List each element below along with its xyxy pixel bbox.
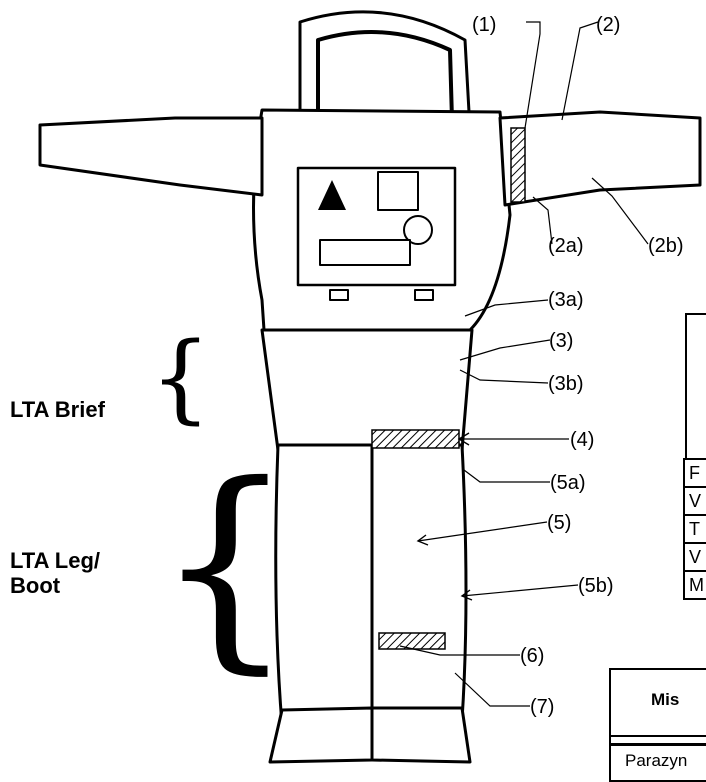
callout-3b: (3b) xyxy=(548,374,584,394)
callout-5a: (5a) xyxy=(550,473,586,493)
leader-3b xyxy=(460,370,548,383)
callout-7: (7) xyxy=(530,697,554,717)
bottom-table-row: Parazyn xyxy=(611,743,706,776)
table-row: M xyxy=(684,571,706,599)
table-cell: V xyxy=(684,487,706,515)
left-arm xyxy=(40,118,262,195)
right-arm xyxy=(500,112,700,205)
callout-4: (4) xyxy=(570,430,594,450)
callout-1: (1) xyxy=(472,15,496,35)
callout-3: (3) xyxy=(549,331,573,351)
leader-5b xyxy=(462,585,578,596)
right-table: F V T V M xyxy=(683,458,706,600)
panel-lamp-left xyxy=(330,290,348,300)
table-cell: M xyxy=(684,571,706,599)
hatch-marker-4 xyxy=(372,430,459,448)
leader-2 xyxy=(562,22,598,120)
callout-5: (5) xyxy=(547,513,571,533)
right-table-header-box xyxy=(685,313,706,460)
table-cell: T xyxy=(684,515,706,543)
section-label-leg-boot: LTA Leg/ Boot xyxy=(10,548,100,599)
panel-keys xyxy=(320,240,410,265)
leader-1 xyxy=(525,22,540,128)
leader-7 xyxy=(455,673,530,706)
brace-brief: { xyxy=(150,330,211,426)
panel-lamp-right xyxy=(415,290,433,300)
table-cell: F xyxy=(684,459,706,487)
section-label-brief: LTA Brief xyxy=(10,397,105,422)
callout-5b: (5b) xyxy=(578,576,614,596)
table-row: F xyxy=(684,459,706,487)
panel-display xyxy=(378,172,418,210)
hatch-marker-6 xyxy=(379,633,445,649)
spacesuit-drawing xyxy=(0,0,706,765)
right-leg xyxy=(372,445,466,720)
suit-diagram: (1) (2) (2a) (2b) (3a) (3) (3b) (4) (5a)… xyxy=(0,0,706,765)
callout-2a: (2a) xyxy=(548,236,584,256)
table-row: V xyxy=(684,487,706,515)
bottom-table-header-text: Mis xyxy=(651,690,679,710)
table-row: T xyxy=(684,515,706,543)
callout-3a: (3a) xyxy=(548,290,584,310)
leader-3 xyxy=(460,340,550,360)
section-label-leg-line1: LTA Leg/ xyxy=(10,548,100,573)
table-row: V xyxy=(684,543,706,571)
callout-2b: (2b) xyxy=(648,236,684,256)
callout-2: (2) xyxy=(596,15,620,35)
bottom-table-header: Mis xyxy=(611,670,706,737)
bottom-table-cell: Parazyn xyxy=(625,751,687,771)
table-cell: V xyxy=(684,543,706,571)
brace-leg-boot: { xyxy=(155,455,295,675)
section-label-leg-line2: Boot xyxy=(10,573,60,598)
hatch-marker-1 xyxy=(511,128,525,202)
leader-5a xyxy=(464,470,550,482)
callout-6: (6) xyxy=(520,646,544,666)
left-boot xyxy=(270,708,372,762)
right-boot xyxy=(372,708,470,762)
